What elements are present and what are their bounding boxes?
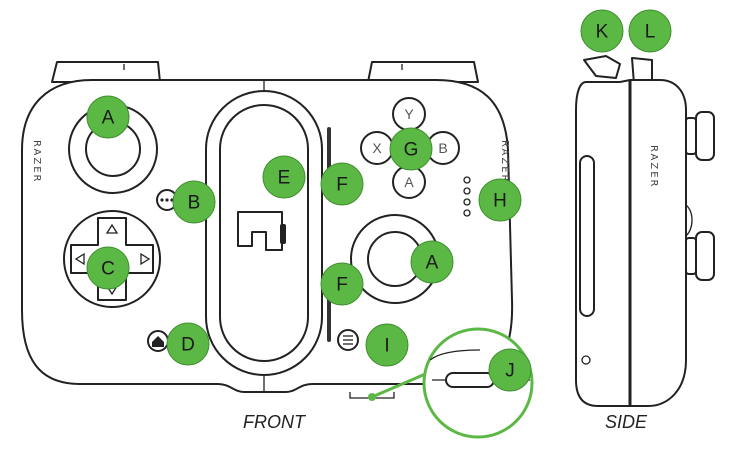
- trigger-k: [583, 55, 621, 79]
- usb-c-charge-port: [445, 372, 495, 388]
- zoom-leader: [371, 370, 431, 399]
- callout-a-top: A: [86, 95, 130, 139]
- callout-c: C: [86, 246, 130, 290]
- dpad-right-arrow: [140, 252, 151, 266]
- svg-text:F: F: [336, 275, 348, 296]
- svg-text:C: C: [101, 259, 115, 280]
- svg-text:A: A: [426, 253, 439, 274]
- brand-side: RAZER: [648, 145, 659, 189]
- svg-text:B: B: [188, 193, 201, 214]
- x-button-label: X: [372, 140, 382, 156]
- zoom-edge-top: [429, 349, 481, 361]
- svg-text:G: G: [404, 140, 419, 161]
- a-button-label: A: [404, 174, 414, 190]
- callout-k: K: [580, 9, 624, 53]
- led-2: [463, 187, 471, 195]
- dpad-left-arrow: [74, 252, 85, 266]
- side-stick-base-1: [685, 117, 697, 155]
- svg-text:E: E: [278, 168, 291, 189]
- svg-text:H: H: [493, 191, 507, 212]
- led-1: [463, 176, 471, 184]
- callout-g: G: [389, 127, 433, 171]
- callout-b: B: [172, 180, 216, 224]
- callout-a-bottom: A: [410, 240, 454, 284]
- callout-d: D: [166, 322, 210, 366]
- y-button-label: Y: [404, 106, 414, 122]
- side-groove: [579, 155, 595, 317]
- callout-f-bottom: F: [320, 262, 364, 306]
- usb-c-port: [280, 224, 286, 244]
- svg-text:J: J: [505, 361, 515, 382]
- side-stick-cap-2: [695, 231, 715, 281]
- view-dot-1: [160, 198, 164, 202]
- caption-side: SIDE: [605, 412, 648, 432]
- b-button-label: B: [438, 140, 447, 156]
- svg-text:F: F: [336, 175, 348, 196]
- svg-text:D: D: [181, 335, 195, 356]
- view-dot-2: [165, 198, 169, 202]
- zoom-anchor-dot: [368, 393, 376, 401]
- dpad-up-arrow: [105, 223, 119, 234]
- led-4: [463, 209, 471, 217]
- phone-cradle-inner: [219, 104, 309, 362]
- side-dot: [581, 355, 591, 365]
- side-stick-cap-1: [695, 111, 715, 161]
- side-stick-base-2: [685, 237, 697, 275]
- callout-j: J: [488, 348, 532, 392]
- callout-f-top: F: [320, 162, 364, 206]
- svg-text:L: L: [645, 22, 656, 43]
- home-icon: [152, 336, 164, 347]
- side-bump: [685, 204, 693, 237]
- callout-e: E: [262, 155, 306, 199]
- svg-text:A: A: [102, 108, 115, 129]
- led-3: [463, 198, 471, 206]
- callout-h: H: [478, 178, 522, 222]
- brand-left: RAZER: [31, 140, 42, 184]
- side-view: RAZER: [575, 55, 715, 407]
- svg-text:K: K: [596, 22, 609, 43]
- svg-text:I: I: [384, 336, 389, 357]
- caption-front: FRONT: [243, 412, 307, 432]
- callout-i: I: [365, 323, 409, 367]
- callout-l: L: [628, 9, 672, 53]
- brand-right: RAZER: [499, 140, 510, 184]
